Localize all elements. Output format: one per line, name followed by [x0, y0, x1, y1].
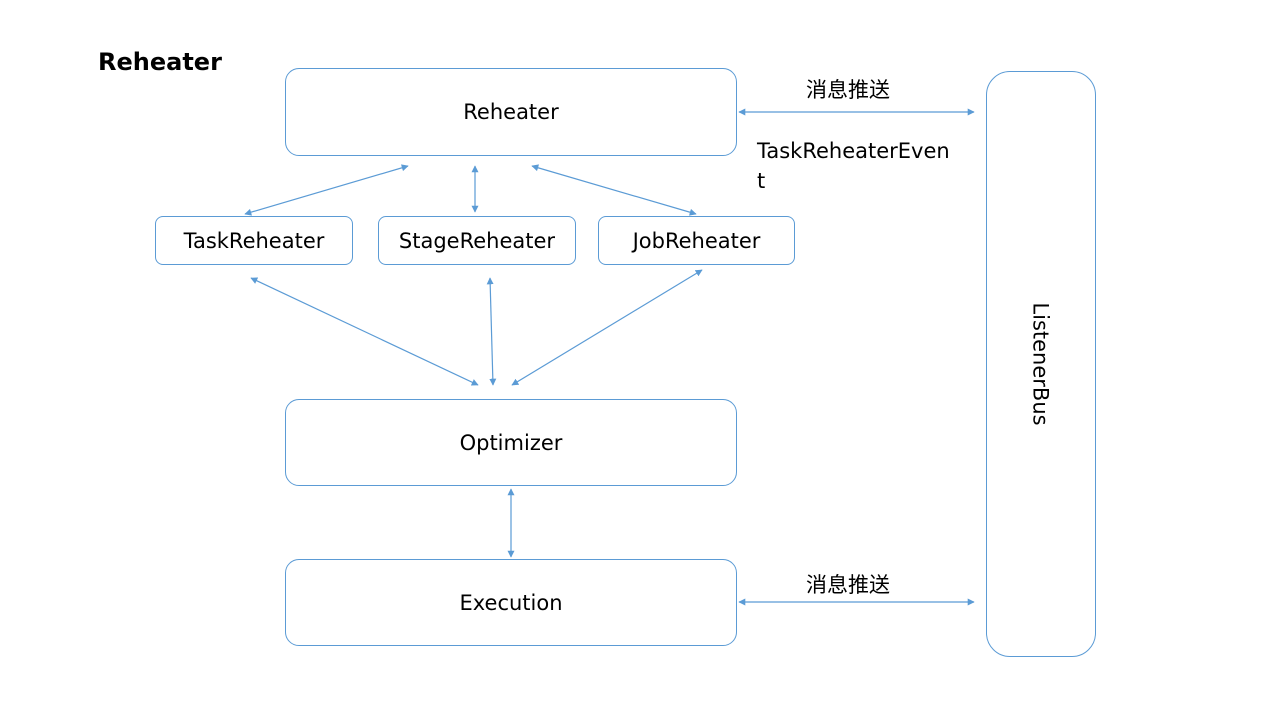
node-task-reheater-label: TaskReheater [183, 228, 325, 253]
node-task-reheater: TaskReheater [155, 216, 353, 265]
node-stage-reheater: StageReheater [378, 216, 576, 265]
node-optimizer-label: Optimizer [459, 430, 563, 455]
edge-label-bottom-push: 消息推送 [806, 573, 890, 597]
edge-label-event: TaskReheaterEvent [757, 139, 950, 193]
node-reheater-label: Reheater [463, 100, 559, 124]
arrow-task-optimizer [250, 277, 479, 386]
node-execution-label: Execution [459, 590, 563, 615]
arrow-job-optimizer [511, 269, 703, 386]
node-optimizer: Optimizer [285, 399, 737, 486]
node-reheater: Reheater [285, 68, 737, 156]
arrow-reheater-job [531, 164, 697, 216]
node-job-reheater: JobReheater [598, 216, 795, 265]
diagram-title: Reheater [98, 48, 222, 76]
node-listener-bus-label: ListenerBus [1029, 302, 1053, 426]
arrow-stage-optimizer [486, 277, 497, 386]
node-listener-bus: ListenerBus [986, 71, 1096, 657]
node-stage-reheater-label: StageReheater [398, 228, 556, 253]
arrow-reheater-task [244, 164, 409, 216]
node-job-reheater-label: JobReheater [632, 228, 761, 253]
node-execution: Execution [285, 559, 737, 646]
edge-label-top-push: 消息推送 [806, 78, 890, 102]
